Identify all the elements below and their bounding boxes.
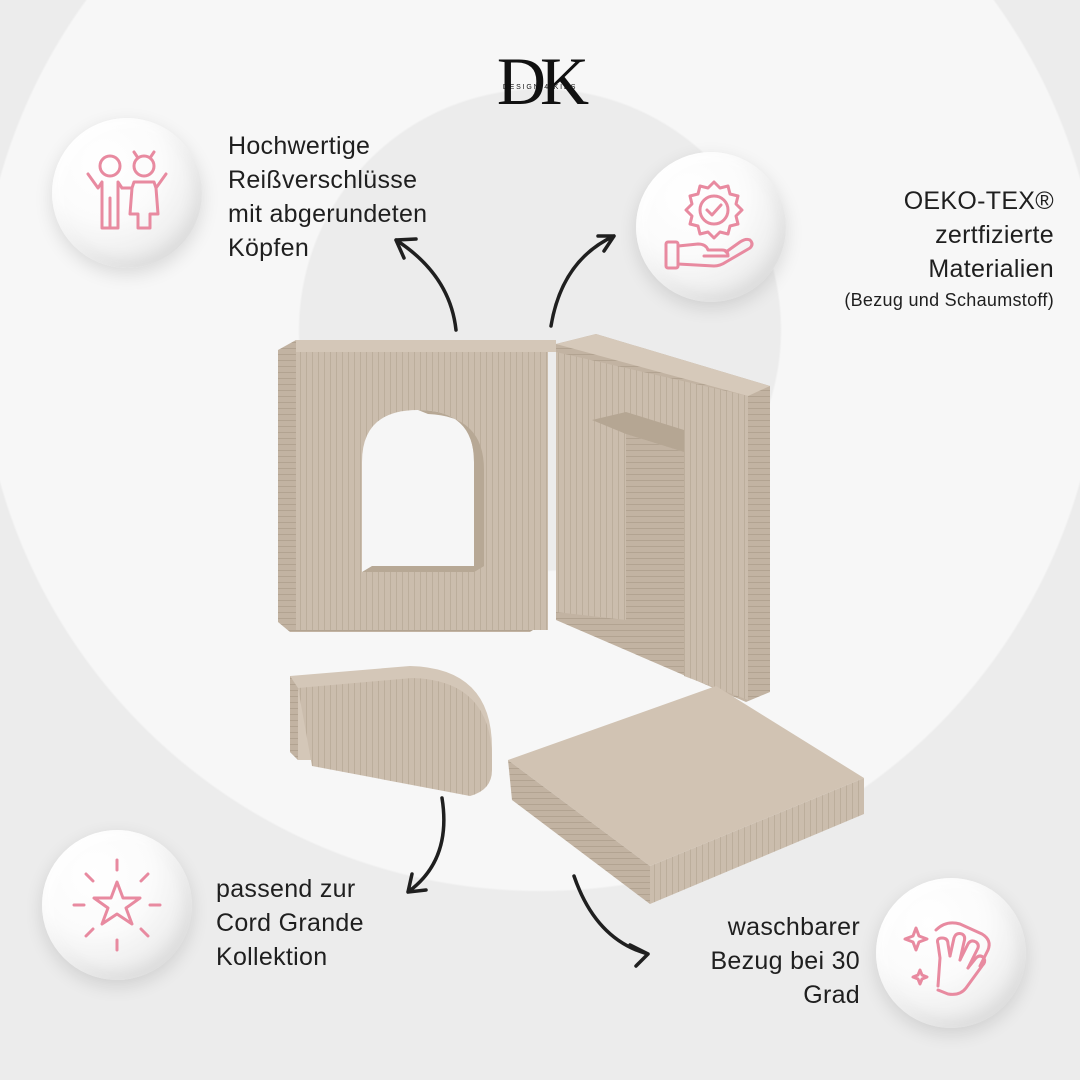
- feature-line: Grad: [803, 981, 860, 1009]
- arrow-bottom-right: [572, 874, 650, 968]
- arch-panel: [278, 340, 556, 632]
- feature-line: Köpfen: [228, 234, 310, 262]
- feature-line: Cord Grande: [216, 909, 364, 937]
- children-icon: [86, 150, 168, 230]
- icon-bubble-top-left: [52, 118, 202, 268]
- feature-line: waschbarer: [727, 913, 860, 941]
- feature-oeko-tex: OEKO-TEX® zertfizierte Materialien (Bezu…: [780, 184, 1054, 314]
- icon-bubble-bottom-right: [876, 878, 1026, 1028]
- brand-monogram: DK: [496, 43, 589, 119]
- arrow-top-left: [394, 237, 458, 332]
- half-round-cushion: [290, 666, 492, 796]
- feature-line: Hochwertige: [228, 132, 371, 160]
- arrow-bottom-left: [406, 796, 446, 894]
- rectangular-mat: [508, 686, 864, 904]
- feature-line: passend zur: [216, 875, 356, 903]
- feature-washable: waschbarer Bezug bei 30 Grad: [610, 910, 860, 1012]
- feature-note: (Bezug und Schaumstoff): [844, 290, 1054, 310]
- brand-tagline: DESIGN 4 KIDS: [502, 84, 578, 91]
- icon-bubble-bottom-left: [42, 830, 192, 980]
- washing-hand-icon: [903, 921, 991, 996]
- brand-logo: DK DESIGN 4 KIDS: [485, 46, 595, 122]
- feature-line: OEKO-TEX®: [903, 187, 1054, 215]
- feature-line: Materialien: [928, 255, 1054, 283]
- feature-line: Bezug bei 30: [710, 947, 860, 975]
- arrow-top-right: [549, 234, 616, 328]
- feature-collection: passend zur Cord Grande Kollektion: [216, 872, 364, 974]
- feature-line: zertfizierte: [935, 221, 1054, 249]
- feature-line: mit abgerundeten: [228, 200, 428, 228]
- feature-line: Reißverschlüsse: [228, 166, 418, 194]
- icon-bubble-top-right: [636, 152, 786, 302]
- certified-hand-icon: [664, 180, 754, 270]
- frame-panel: [556, 334, 770, 702]
- feature-zippers: Hochwertige Reißverschlüsse mit abgerund…: [228, 129, 427, 265]
- feature-line: Kollektion: [216, 943, 328, 971]
- sparkle-star-icon: [72, 858, 162, 952]
